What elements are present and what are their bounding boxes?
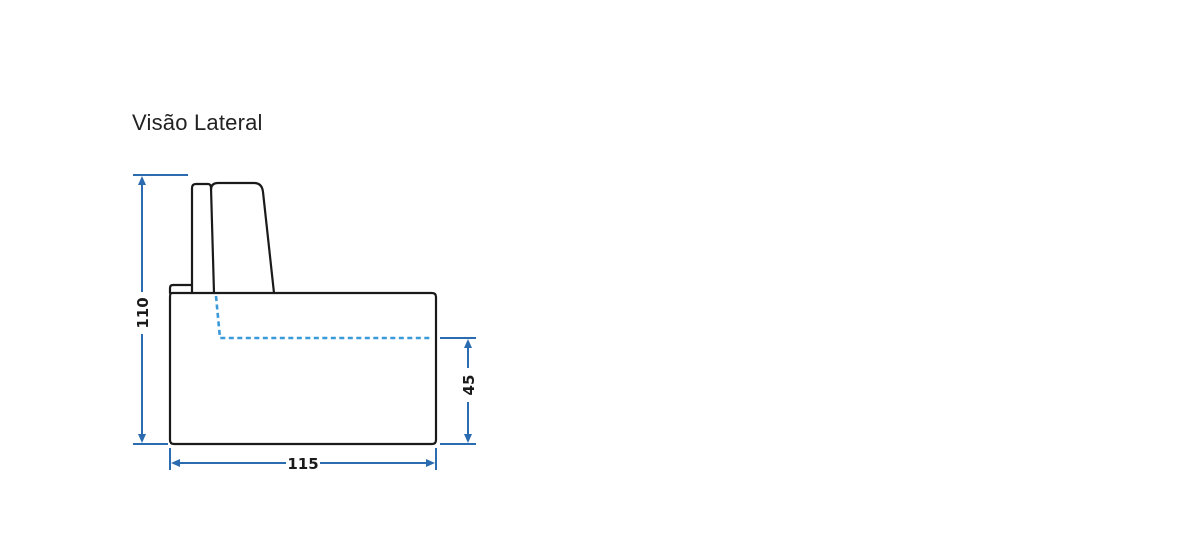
sofa-arm-step	[168, 283, 194, 295]
sofa-outline	[168, 181, 438, 446]
sofa-back-frame	[190, 182, 216, 295]
height-label: 110	[134, 297, 152, 328]
depth-dimension	[169, 448, 437, 470]
height-arrow-top	[138, 176, 146, 185]
view-title: Visão Lateral	[132, 110, 263, 135]
depth-arrow-right	[426, 459, 435, 467]
seat-height-arrow-bottom	[464, 434, 472, 443]
seat-depth-dashed-line	[214, 295, 430, 340]
seat-height-arrow-top	[464, 339, 472, 348]
depth-label: 115	[287, 455, 318, 473]
height-arrow-bottom	[138, 434, 146, 443]
sofa-base	[168, 291, 438, 446]
seat-height-dimension	[440, 337, 476, 445]
seat-height-label: 45	[460, 375, 478, 396]
height-dimension	[133, 174, 188, 445]
depth-arrow-left	[171, 459, 180, 467]
sofa-back-cushion	[209, 181, 276, 295]
